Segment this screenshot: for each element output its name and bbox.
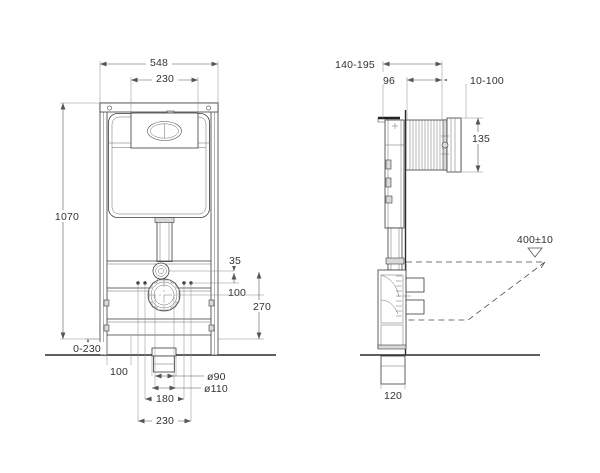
waste-outlet-flange bbox=[147, 278, 181, 312]
dim-label-548: 548 bbox=[150, 57, 168, 69]
flush-plate-assembly-side bbox=[405, 117, 462, 173]
dim-140-195: 140-195 bbox=[331, 56, 443, 120]
front-view: 548 230 1070 0-230 10 bbox=[45, 56, 276, 427]
water-inlet-flange bbox=[152, 262, 170, 280]
dim-label-230-bottom: 230 bbox=[156, 415, 174, 427]
frame-top-rail bbox=[99, 102, 219, 113]
lower-mechanism-section bbox=[377, 269, 425, 350]
dim-270: 270 bbox=[180, 272, 275, 340]
toilet-pan-outline bbox=[405, 261, 546, 321]
dim-label-1070: 1070 bbox=[55, 211, 79, 223]
dim-label-0-230: 0-230 bbox=[73, 343, 101, 355]
dim-1070: 1070 bbox=[52, 102, 100, 340]
annotation-seat-height: 400±10 bbox=[517, 234, 553, 258]
dim-label-270: 270 bbox=[253, 301, 271, 313]
dim-230-top: 230 bbox=[130, 72, 199, 113]
frame-foot-section bbox=[380, 355, 406, 385]
dim-120: 120 bbox=[380, 384, 406, 402]
level-triangle-marker bbox=[527, 247, 543, 258]
dim-label-135: 135 bbox=[472, 133, 490, 145]
dim-100-bottom: 100 bbox=[106, 365, 132, 378]
dim-label-35: 35 bbox=[229, 255, 241, 267]
dim-label-100-bottom: 100 bbox=[110, 366, 128, 378]
dim-label-140-195: 140-195 bbox=[335, 59, 375, 71]
bend-pipe-hatch bbox=[396, 275, 402, 317]
cistern-section bbox=[384, 119, 405, 229]
dim-35: 35 bbox=[169, 254, 246, 272]
dim-230-bottom: 230 bbox=[138, 414, 191, 427]
waste-stub-front bbox=[151, 347, 177, 373]
dim-dia110: ø110 bbox=[152, 383, 228, 395]
dim-label-dia90: ø90 bbox=[207, 371, 226, 383]
flush-pipe bbox=[154, 217, 175, 262]
dim-label-100-mid: 100 bbox=[228, 287, 246, 299]
side-view: 140-195 96 10-100 135 400±10 bbox=[331, 56, 553, 402]
bellows-hatching bbox=[409, 120, 441, 170]
projection-lines-front bbox=[106, 283, 192, 421]
dim-96: 96 bbox=[378, 72, 442, 120]
flush-plate-front bbox=[130, 112, 199, 149]
dim-label-120: 120 bbox=[384, 390, 402, 402]
dim-180: 180 bbox=[145, 392, 184, 405]
frame-upright-section bbox=[385, 227, 405, 271]
dim-135: 135 bbox=[461, 117, 494, 173]
dim-0-230: 0-230 bbox=[68, 338, 106, 355]
dim-548: 548 bbox=[99, 56, 219, 103]
dim-label-400-10: 400±10 bbox=[517, 234, 553, 246]
dim-dia90: ø90 bbox=[155, 371, 226, 383]
dim-label-dia110: ø110 bbox=[204, 383, 228, 395]
dim-label-230-top: 230 bbox=[156, 73, 174, 85]
dim-label-96: 96 bbox=[383, 75, 395, 87]
dim-10-100: 10-100 bbox=[444, 72, 504, 118]
dim-label-10-100: 10-100 bbox=[470, 75, 504, 87]
dim-label-180: 180 bbox=[156, 393, 174, 405]
